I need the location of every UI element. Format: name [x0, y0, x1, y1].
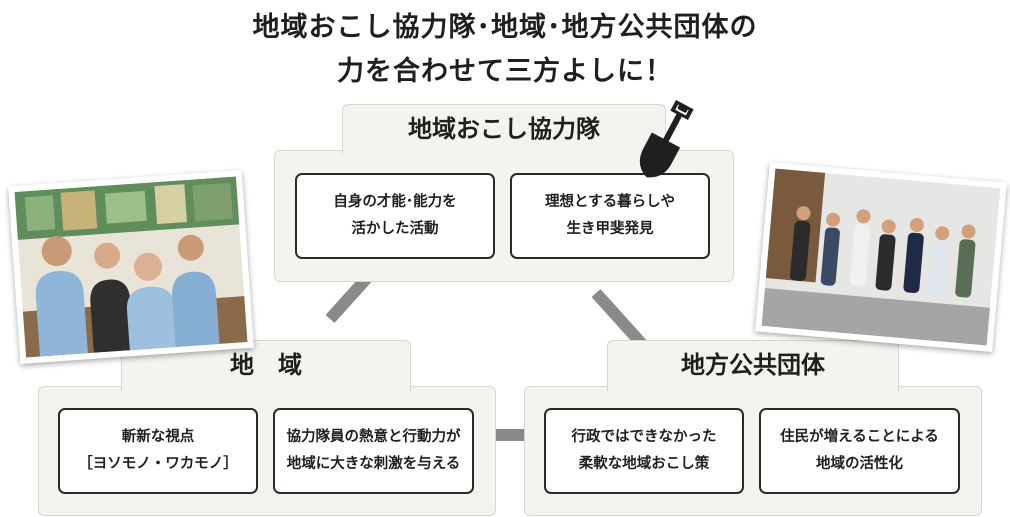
headline-line-1: 地域おこし協力隊･地域･地方公共団体の [252, 12, 758, 43]
headline: 地域おこし協力隊･地域･地方公共団体の 力を合わせて三方よしに！ [0, 6, 1010, 94]
left-box-fresh-view: 斬新な視点 ［ヨソモノ・ワカモノ］ [58, 408, 258, 494]
right-box-flexible-policy-line-2: 柔軟な地域おこし策 [578, 456, 710, 472]
headline-line-2: 力を合わせて三方よしに！ [337, 56, 673, 87]
left-box-enthusiasm-line-1: 協力隊員の熱意と行動力が [286, 429, 461, 445]
right-box-revitalization-line-1: 住民が増えることによる [780, 429, 939, 445]
top-box-talent: 自身の才能･能力を 活かした活動 [295, 173, 495, 259]
left-box-enthusiasm-line-2: 地域に大きな刺激を与える [286, 456, 461, 472]
top-box-talent-line-1: 自身の才能･能力を [333, 194, 457, 210]
shovel-icon [639, 99, 694, 178]
right-box-flexible-policy: 行政ではできなかった 柔軟な地域おこし策 [544, 408, 744, 494]
top-panel-title: 地域おこし協力隊 [342, 104, 666, 155]
top-box-ideal-life-line-2: 生き甲斐発見 [566, 221, 654, 237]
top-box-ideal-life: 理想とする暮らしや 生き甲斐発見 [510, 173, 710, 259]
left-box-fresh-view-line-1: 斬新な視点 [121, 429, 195, 445]
right-box-revitalization: 住民が増えることによる 地域の活性化 [759, 408, 960, 494]
right-box-flexible-policy-line-1: 行政ではできなかった [571, 429, 717, 445]
top-box-talent-line-2: 活かした活動 [351, 221, 439, 237]
connector-bottom [494, 429, 526, 441]
photo-group [755, 161, 1007, 353]
photo-shop-staff [8, 170, 254, 364]
top-box-ideal-life-line-1: 理想とする暮らしや [545, 194, 675, 210]
left-box-enthusiasm: 協力隊員の熱意と行動力が 地域に大きな刺激を与える [273, 408, 474, 494]
right-box-revitalization-line-2: 地域の活性化 [816, 456, 903, 472]
right-panel-title: 地方公共団体 [607, 340, 899, 391]
left-box-fresh-view-line-2: ［ヨソモノ・ワカモノ］ [78, 456, 238, 472]
